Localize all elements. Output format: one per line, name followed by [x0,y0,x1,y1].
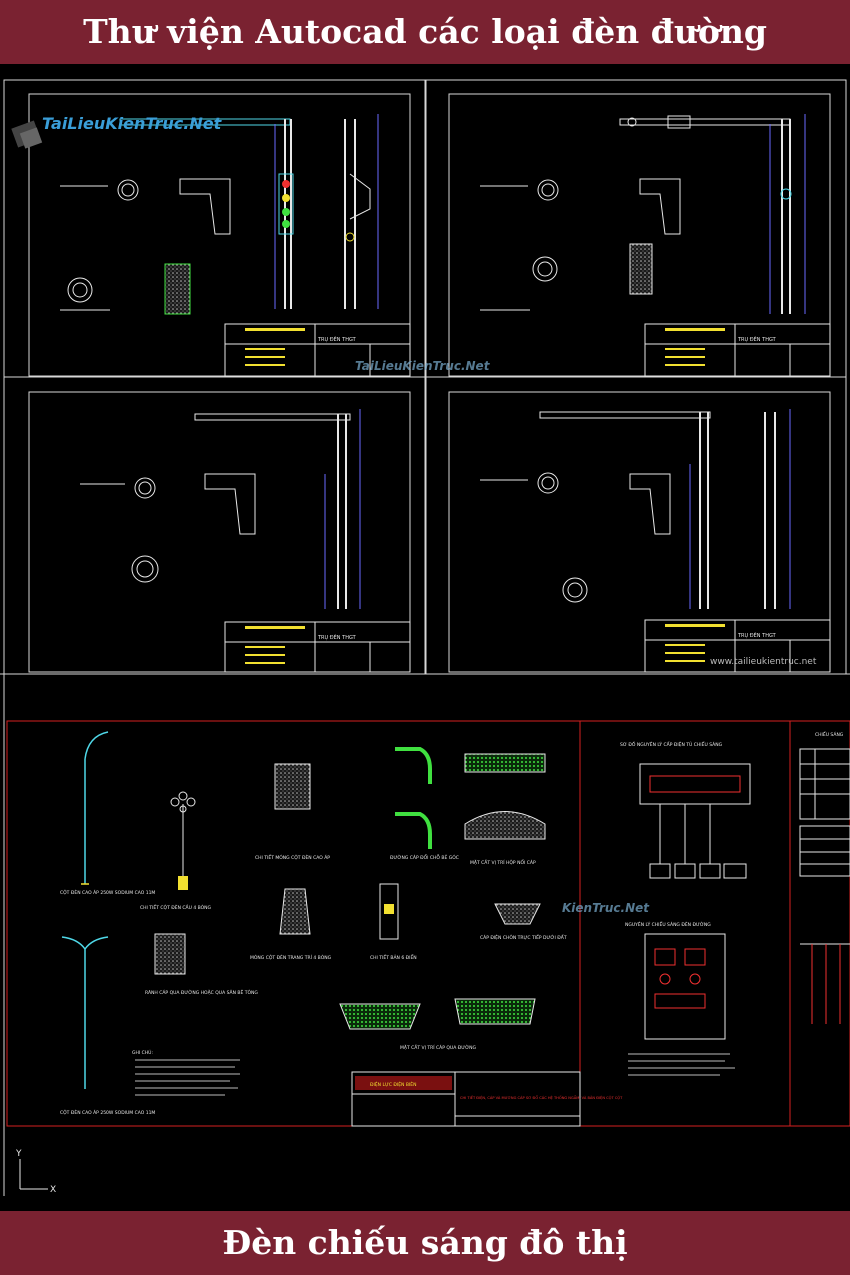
base-detail [379,883,399,940]
foundation-4-label: MÓNG CỘT ĐÈN TRANG TRÍ 4 BÓNG [250,953,332,961]
axis-y-label: Y [15,1149,22,1159]
notes-lines [135,1059,240,1096]
header-title: Thư viện Autocad các loại đèn đường [83,12,767,51]
principle-1-label: SƠ ĐỒ NGUYÊN LÝ CẤP ĐIỆN TỦ CHIẾU SÁNG [620,739,723,748]
junction-label: MẶT CẮT VỊ TRÍ HỘP NỐI CÁP [470,858,536,866]
title-block-name-4: TRỤ ĐÈN THGT [737,631,777,639]
trench [154,933,186,975]
cad-drawing-canvas: TRỤ ĐÈN THGT TRỤ ĐÈN THGT [0,64,850,1211]
street-lamp-1 [81,731,109,885]
axis-x-label: X [50,1185,56,1195]
road-section-label: MẶT CẮT VỊ TRÍ CÁP QUA ĐƯỜNG [400,1043,477,1051]
trench-label: RÃNH CÁP QUA ĐƯỜNG HOẶC QUA SÂN BÊ TÔNG [145,988,258,996]
schematic-1 [639,763,751,879]
foundation-4 [279,888,311,935]
sheet-2: TRỤ ĐÈN THGT [480,114,831,377]
bottom-sheet: CỘT ĐÈN CAO ÁP 250W SODIUM CAO 11M CỘT Đ… [0,673,850,1196]
principle-2-label: NGUYÊN LÝ CHIẾU SÁNG ĐÈN ĐƯỜNG [625,920,711,928]
footer-title: Đèn chiếu sáng đô thị [222,1223,628,1262]
sheet-title-label: CHI TIẾT ĐIỆN, CÁP VÀ MƯƠNG CÁP SƠ ĐỒ CÁ… [460,1094,623,1100]
cad-sheets: TRỤ ĐÈN THGT TRỤ ĐÈN THGT [0,79,850,1196]
sheet-3: TRỤ ĐÈN THGT [80,409,411,673]
decorative-post [170,791,196,890]
schematic-2 [644,933,726,1040]
cable-bend-2 [395,812,432,849]
bottom-title-block [351,1071,581,1127]
legend-label: CHIẾU SÁNG [815,730,844,738]
direct-bury-label: CÁP ĐIỆN CHÔN TRỰC TIẾP DƯỚI ĐẤT [480,933,567,941]
column-detail-label: CHI TIẾT CỘT ĐÈN CẦU 4 BÓNG [140,903,212,911]
watermark-logo-icon [11,120,43,149]
cable-bend-1 [395,747,432,784]
top-sheets [3,79,847,675]
foundation-block [274,763,311,810]
foundation-label: CHI TIẾT MÓNG CỘT ĐÈN CAO ÁP [255,853,330,861]
junction-2 [464,811,546,840]
legend-table [799,748,850,1024]
road-section-2 [454,998,536,1025]
watermark-bottom: KienTruc.Net [562,901,650,915]
watermark-logo: TaiLieuKienTruc.Net [42,114,223,133]
pole-2-label: CỘT ĐÈN CAO ÁP 250W SODIUM CAO 11M [60,1108,155,1116]
title-block-name-3: TRỤ ĐÈN THGT [317,633,357,641]
sheet-1: TRỤ ĐÈN THGT [60,114,411,377]
schematic-notes [628,1053,735,1076]
pole-1-label: CỘT ĐÈN CAO ÁP 250W SODIUM CAO 11M [60,888,155,896]
road-section-1 [339,1003,421,1030]
base-detail-label: CHI TIẾT BẢN 6 ĐIỂN [370,953,417,961]
direct-bury [494,903,541,925]
street-lamp-2 [61,936,109,1089]
watermark-url: www.tailieukientruc.net [710,657,817,667]
company-label: ĐIỆN LỰC ĐIỆN BIÊN [370,1080,416,1088]
watermark-middle: TaiLieuKienTruc.Net [355,359,491,373]
ucs-axis-icon [19,1159,48,1190]
footer-banner: Đèn chiếu sáng đô thị [0,1211,850,1275]
junction-1 [464,753,546,773]
title-block-name-1: TRỤ ĐÈN THGT [317,335,357,343]
title-block-name-2: TRỤ ĐÈN THGT [737,335,777,343]
header-banner: Thư viện Autocad các loại đèn đường [0,0,850,64]
sheet-4: TRỤ ĐÈN THGT [480,409,831,673]
notes-label: GHI CHÚ: [132,1049,153,1056]
cable-bend-label: ĐƯỜNG CÁP ĐỔI CHỖ BẺ GÓC [390,853,459,861]
